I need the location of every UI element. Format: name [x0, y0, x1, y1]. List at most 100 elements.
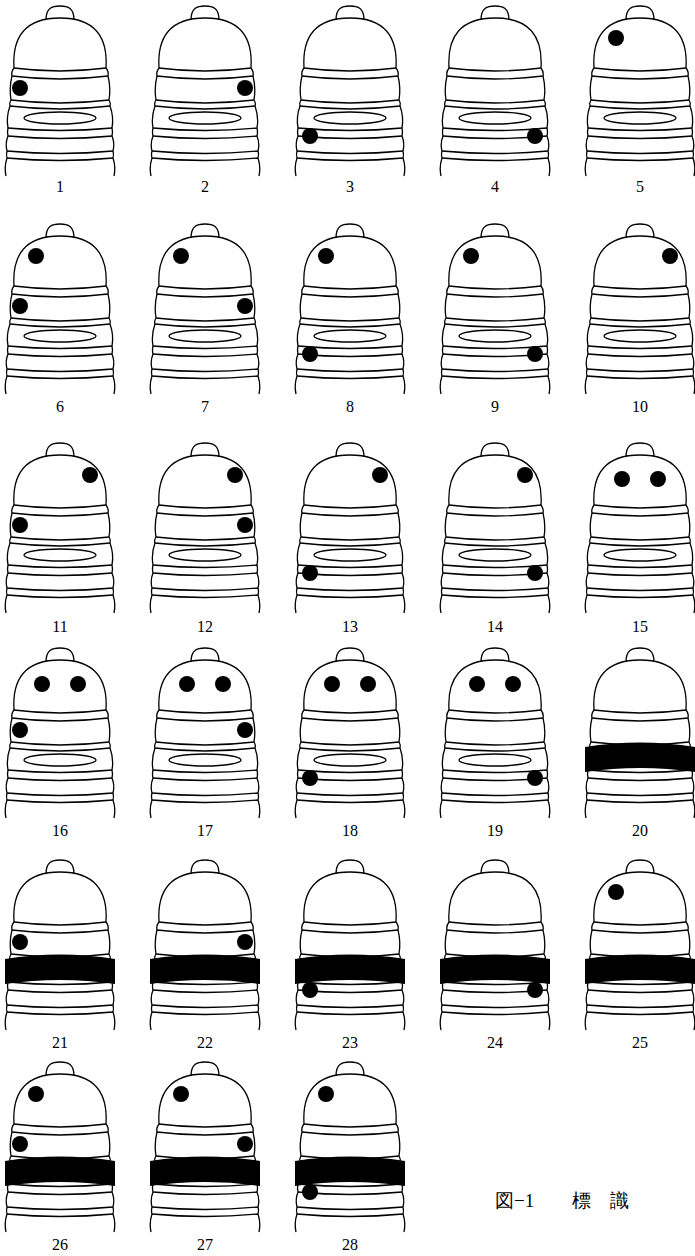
body-outline: [7, 324, 112, 346]
body-outline: [155, 543, 255, 546]
body-opening: [314, 754, 386, 766]
marking-dot: [318, 1086, 334, 1102]
insect-figure: [440, 648, 550, 818]
body-outline: [449, 68, 541, 71]
insect-figure: [150, 6, 260, 176]
figure-number: 2: [201, 178, 209, 196]
body-outline: [442, 595, 548, 598]
body-outline: [155, 748, 255, 751]
body-outline: [588, 565, 693, 573]
body-outline: [150, 376, 260, 394]
body-outline: [155, 742, 256, 748]
figure-number: 27: [197, 1236, 213, 1254]
figure-number: 21: [52, 1034, 68, 1052]
marking-band: [295, 1157, 405, 1187]
figure-number: 1: [56, 178, 64, 196]
body-outline: [10, 318, 111, 324]
body-outline: [591, 537, 689, 540]
marking-dot: [237, 1136, 253, 1152]
body-outline: [297, 106, 402, 128]
body-outline: [10, 1132, 110, 1156]
body-outline: [446, 318, 544, 321]
body-outline: [14, 286, 106, 289]
body-outline: [587, 369, 694, 376]
body-opening: [169, 549, 241, 561]
body-outline: [155, 100, 256, 106]
body-outline: [153, 136, 257, 139]
body-outline: [442, 543, 547, 565]
body-outline: [151, 136, 259, 151]
body-outline: [449, 660, 541, 710]
body-outline: [12, 718, 108, 721]
body-outline: [152, 1005, 258, 1008]
body-outline: [304, 660, 396, 710]
body-outline: [297, 158, 403, 161]
body-outline: [157, 76, 253, 79]
body-outline: [585, 800, 695, 818]
body-outline: [6, 354, 114, 369]
body-outline: [447, 68, 544, 76]
body-opening: [459, 549, 531, 561]
body-outline: [442, 1012, 548, 1015]
body-outline: [7, 1005, 114, 1012]
marking-dot: [650, 471, 666, 487]
body-outline: [152, 595, 258, 598]
body-outline: [302, 68, 399, 76]
body-outline: [297, 588, 404, 595]
body-outline: [10, 324, 110, 327]
body-outline: [12, 294, 108, 297]
body-outline: [304, 710, 396, 713]
body-outline: [153, 982, 257, 985]
body-outline: [301, 742, 399, 745]
body-outline: [440, 800, 550, 818]
body-outline: [7, 1012, 113, 1015]
body-outline: [442, 158, 548, 161]
body-outline: [152, 151, 258, 154]
body-outline: [300, 718, 400, 742]
body-outline: [449, 505, 541, 508]
body-outline: [304, 922, 396, 925]
body-opening: [169, 112, 241, 124]
body-outline: [5, 595, 115, 613]
body-outline: [150, 800, 260, 818]
figure-number: 3: [346, 178, 354, 196]
marking-dot: [324, 676, 340, 692]
marking-dot: [34, 676, 50, 692]
body-outline: [151, 573, 259, 588]
body-outline: [5, 158, 115, 176]
body-outline: [304, 236, 396, 286]
body-outline: [445, 318, 546, 324]
body-outline: [7, 369, 114, 376]
body-outline: [7, 748, 112, 770]
marking-dot: [237, 517, 253, 533]
body-outline: [152, 800, 258, 803]
marking-dot: [517, 467, 533, 483]
body-outline: [153, 565, 257, 568]
marking-dot: [173, 1086, 189, 1102]
body-outline: [304, 1124, 396, 1127]
body-outline: [152, 1207, 259, 1214]
body-outline: [155, 294, 255, 318]
body-outline: [442, 793, 548, 796]
body-outline: [442, 369, 549, 376]
body-outline: [440, 595, 550, 613]
body-outline: [157, 718, 253, 721]
insect-figure: [5, 6, 115, 176]
body-outline: [10, 537, 111, 543]
body-outline: [8, 136, 112, 139]
body-opening: [24, 549, 96, 561]
body-outline: [297, 595, 403, 598]
marking-dot: [302, 1184, 318, 1200]
body-outline: [446, 742, 544, 745]
body-outline: [151, 1192, 259, 1207]
body-outline: [6, 1192, 114, 1207]
body-outline: [440, 158, 550, 176]
body-outline: [11, 318, 109, 321]
body-outline: [5, 800, 115, 818]
insect-figure: [585, 648, 695, 818]
insect-figure: [440, 6, 550, 176]
marking-dot: [527, 982, 543, 998]
body-outline: [447, 718, 543, 721]
body-outline: [153, 1192, 257, 1195]
body-outline: [592, 710, 689, 718]
